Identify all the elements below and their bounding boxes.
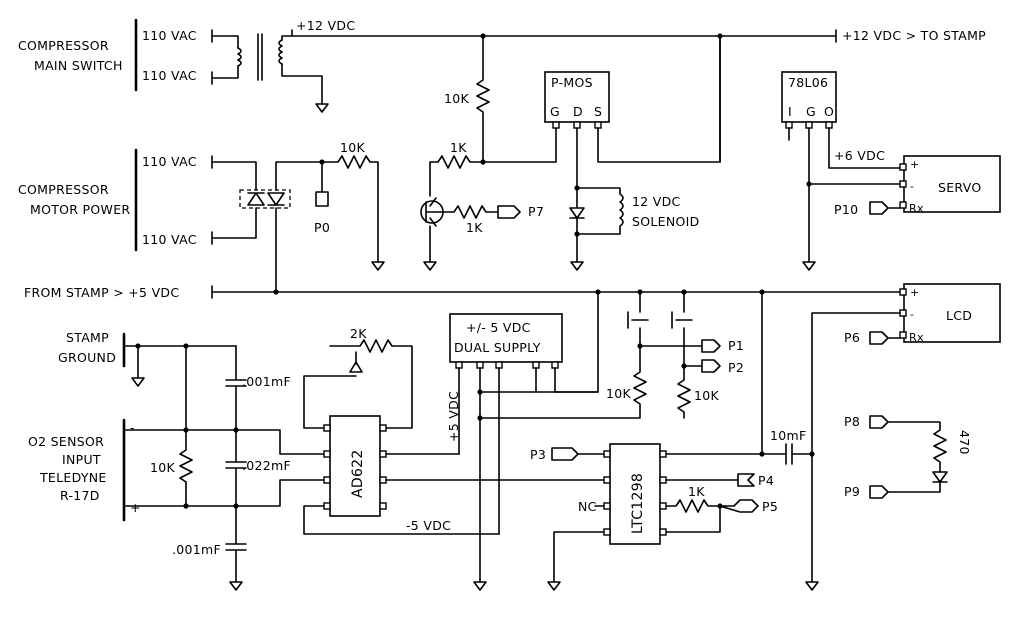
pin-p5: P5	[762, 499, 778, 514]
pushbuttons: P1 P2 10K 10K	[479, 291, 744, 419]
label-110vac-3: 110 VAC	[142, 154, 197, 169]
label-r470: 470	[957, 430, 972, 455]
label-from-stamp: FROM STAMP > +5 VDC	[24, 285, 179, 300]
label-110vac-4: 110 VAC	[142, 232, 197, 247]
pin-p6: P6	[844, 330, 860, 345]
label-c001a: .001mF	[242, 374, 291, 389]
servo-component: + - Rx SERVO P10	[834, 155, 1001, 217]
dual-supply: +/- 5 VDC DUAL SUPPLY +5 VDC	[446, 313, 599, 591]
label-6vdc: +6 VDC	[834, 148, 885, 163]
ltc1298-chip: LTC1298 P3 NC 10mF P4 1K P5	[530, 291, 815, 591]
label-c10: 10mF	[770, 428, 806, 443]
label-110vac-1: 110 VAC	[142, 28, 197, 43]
label-r1k-b: 1K	[466, 220, 483, 235]
label-motor-power: MOTOR POWER	[30, 202, 130, 217]
label-r2k: 2K	[350, 326, 367, 341]
pmos-gate-network: 10K 1K 1K P7	[420, 35, 557, 271]
pin-p9: P9	[844, 484, 860, 499]
dual-supply-1: +/- 5 VDC	[466, 320, 531, 335]
reg-o: O	[824, 104, 834, 119]
label-nc: NC	[578, 499, 597, 514]
label-minus5vdc: -5 VDC	[406, 518, 451, 533]
rail-12v: +12 VDC +12 VDC > TO STAMP	[291, 18, 986, 43]
ltc1298-label: LTC1298	[630, 473, 646, 534]
lcd-minus: -	[910, 308, 914, 321]
lcd-rx: Rx	[909, 331, 924, 344]
servo-plus: +	[910, 158, 920, 171]
pin-p4: P4	[758, 473, 774, 488]
label-o2-plus: +	[130, 500, 141, 515]
label-o2-1: O2 SENSOR	[28, 434, 104, 449]
ad622-chip: AD622 2K -5 VDC	[303, 326, 605, 535]
label-5vdc-vert: +5 VDC	[446, 391, 461, 442]
label-ground: GROUND	[58, 350, 116, 365]
pin-p7: P7	[528, 204, 544, 219]
label-o2-3: TELEDYNE	[39, 470, 107, 485]
label-compressor-2: COMPRESSOR	[18, 182, 109, 197]
label-compressor-1: COMPRESSOR	[18, 38, 109, 53]
pin-p0: P0	[314, 220, 330, 235]
label-r1k-a: 1K	[450, 140, 467, 155]
pmos-d: D	[573, 104, 583, 119]
label-solenoid-1: 12 VDC	[632, 194, 681, 209]
label-r10k-b: 10K	[340, 140, 366, 155]
label-main-switch: MAIN SWITCH	[34, 58, 123, 73]
label-r10k-e: 10K	[150, 460, 176, 475]
pmos-label: P-MOS	[551, 75, 593, 90]
pin-p10: P10	[834, 202, 858, 217]
lcd-plus: +	[910, 286, 920, 299]
o2-input-section: STAMP GROUND O2 SENSOR INPUT TELEDYNE R-…	[28, 330, 325, 591]
label-12vdc-to-stamp: +12 VDC > TO STAMP	[842, 28, 986, 43]
pin-p8: P8	[844, 414, 860, 429]
label-o2-minus: -	[130, 420, 135, 435]
label-r10k-c: 10K	[606, 386, 632, 401]
pmos-s: S	[594, 104, 602, 119]
label-o2-2: INPUT	[62, 452, 101, 467]
lcd-label: LCD	[946, 308, 972, 323]
label-r10k-a: 10K	[444, 91, 470, 106]
label-c001b: .001mF	[172, 542, 221, 557]
servo-minus: -	[910, 180, 914, 193]
label-stamp: STAMP	[66, 330, 109, 345]
label-solenoid-2: SOLENOID	[632, 214, 700, 229]
main-switch-section: COMPRESSOR MAIN SWITCH 110 VAC 110 VAC	[18, 18, 329, 113]
pin-p2: P2	[728, 360, 744, 375]
reg-g: G	[806, 104, 816, 119]
label-12vdc: +12 VDC	[296, 18, 355, 33]
regulator-78l06: 78L06 I G O +6 VDC	[719, 35, 905, 271]
pmos-g: G	[550, 104, 560, 119]
label-c022: .022mF	[242, 458, 291, 473]
label-110vac-2: 110 VAC	[142, 68, 197, 83]
motor-power-section: COMPRESSOR MOTOR POWER 110 VAC 110 VAC P…	[18, 140, 385, 293]
reg-label: 78L06	[788, 75, 828, 90]
led-section: P8 470 P9	[844, 414, 972, 499]
reg-i: I	[788, 104, 792, 119]
dual-supply-2: DUAL SUPPLY	[454, 340, 541, 355]
label-r1k-c: 1K	[688, 484, 705, 499]
label-o2-4: R-17D	[60, 488, 100, 503]
servo-label: SERVO	[938, 180, 982, 195]
label-r10k-d: 10K	[694, 388, 720, 403]
ad622-label: AD622	[350, 449, 366, 498]
pin-p3: P3	[530, 447, 546, 462]
rail-5v: FROM STAMP > +5 VDC	[24, 285, 901, 393]
lcd-component: + - Rx LCD P6	[805, 283, 1001, 591]
servo-rx: Rx	[909, 202, 924, 215]
pin-p1: P1	[728, 338, 744, 353]
pmos-component: P-MOS G D S 12 VDC SOLENOID	[544, 35, 721, 271]
